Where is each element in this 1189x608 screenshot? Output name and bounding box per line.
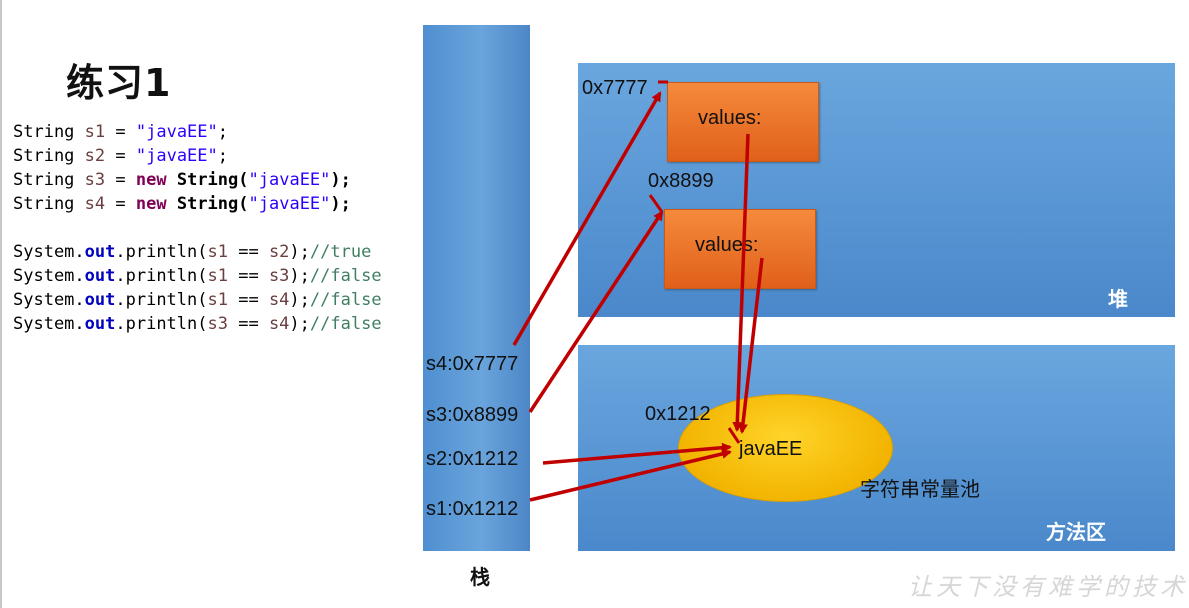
code-println-3: System.out.println(s1 == s4);//false <box>13 290 382 310</box>
code-println-4: System.out.println(s3 == s4);//false <box>13 314 382 334</box>
stack-region <box>423 25 530 551</box>
stack-entry-s4: s4:0x7777 <box>426 353 519 375</box>
code-line-4: String s4 = new String("javaEE"); <box>13 194 351 214</box>
heap-object-1-address: 0x7777 <box>582 77 648 99</box>
code-println-1: System.out.println(s1 == s2);//true <box>13 242 372 262</box>
stack-entry-s3: s3:0x8899 <box>426 404 519 426</box>
method-area-label: 方法区 <box>1046 520 1106 544</box>
arrow-values1-to-pool <box>732 133 750 432</box>
pool-label: 字符串常量池 <box>860 479 980 501</box>
heap-object-1: values: <box>667 82 819 162</box>
arrow-s4-to-0x7777 <box>512 91 662 346</box>
object-field-label: values: <box>698 107 762 129</box>
arrow-s1-to-pool <box>529 449 732 502</box>
arrow-s3-to-0x8899 <box>528 210 664 413</box>
code-line-2: String s2 = "javaEE"; <box>13 146 229 166</box>
page-title: 练习1 <box>66 61 172 105</box>
heap-label: 堆 <box>1108 287 1128 311</box>
code-line-1: String s1 = "javaEE"; <box>13 122 229 142</box>
arrow-values2-to-pool <box>737 257 764 434</box>
stack-entry-s2: s2:0x1212 <box>426 448 519 470</box>
code-line-3: String s3 = new String("javaEE"); <box>13 170 351 190</box>
watermark: 让天下没有难学的技术 <box>908 573 1188 601</box>
arrow-s2-to-pool <box>542 442 732 465</box>
pool-address: 0x1212 <box>645 403 711 425</box>
pool-value: javaEE <box>739 438 803 460</box>
heap-object-2-address: 0x8899 <box>648 170 714 192</box>
stack-label: 栈 <box>470 565 490 589</box>
left-border <box>0 0 2 608</box>
stack-entry-s1: s1:0x1212 <box>426 498 519 520</box>
code-println-2: System.out.println(s1 == s3);//false <box>13 266 382 286</box>
